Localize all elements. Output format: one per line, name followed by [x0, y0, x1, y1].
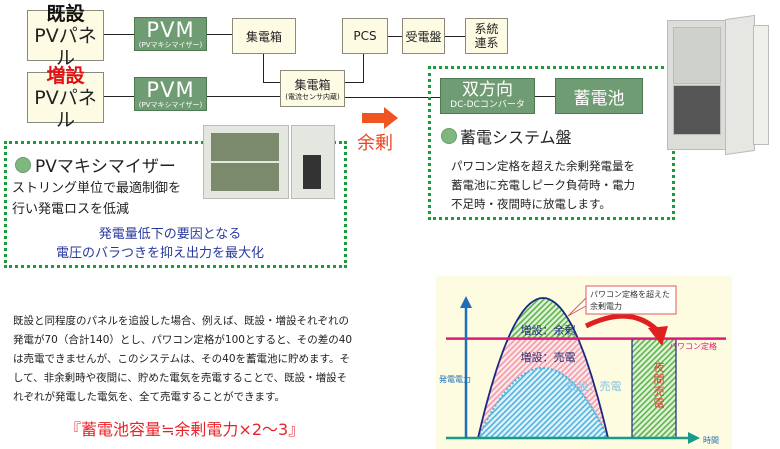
desc-line: 行い発電ロスを低減: [12, 202, 130, 217]
total-generation-curve: [477, 297, 609, 439]
x-axis-label: 時間: [703, 436, 719, 445]
explanation-line: 既設と同程度のパネルを追設した場合、例えば、既設・増設それぞれの: [13, 315, 349, 327]
pv-panel-label: PVパネル: [34, 24, 97, 69]
night-sell-char: 夜: [654, 360, 665, 374]
explanation-line: して、非余剰時や夜間に、貯めた電気を売電することで、既設・増設そ: [13, 372, 348, 384]
rated-capacity-label: パワコン定格: [669, 341, 717, 351]
pvm-title: PVM: [146, 17, 195, 42]
pvm-panel-note: 発電量低下の要因となる 電圧のバラつきを抑え出力を最大化: [0, 225, 300, 263]
label-added-surplus: 増設：余剰: [521, 323, 576, 337]
pcs-label: PCS: [353, 29, 377, 43]
grid-connection-box: 系統 連系: [465, 18, 508, 54]
bullet-circle-icon: [15, 156, 31, 173]
generation-chart: 既設：売電 増設：売電 増設：余剰 発電電力 時間 パワコン定格 パワコン定格を…: [436, 276, 732, 449]
explanation-line: 発電が70（合計140）とし、パワコン定格が100とすると、その差の40: [13, 334, 353, 346]
pvm-panel-description: ストリング単位で最適制御を 行い発電ロスを低減: [12, 178, 181, 220]
junction-box-2: 集電箱 (電流センサ内蔵): [280, 70, 345, 107]
pvm-box-top: PVM (PVマキシマイザー): [134, 17, 207, 51]
surplus-transfer-arrowhead: [648, 326, 668, 346]
y-axis-arrow: [460, 296, 472, 308]
region-existing-sell: [476, 366, 610, 439]
night-sell-char: 電: [654, 397, 665, 410]
pvm-info-frame: [4, 141, 347, 268]
pvm-subtitle: (PVマキシマイザー): [138, 100, 203, 109]
explanation-line: れぞれが発電した電気を、全て売電することができます。: [13, 391, 285, 403]
battery-box: 蓄電池: [555, 78, 643, 114]
pv-panel-label: PVパネル: [34, 86, 97, 131]
night-sell-char: 間: [654, 373, 665, 386]
storage-panel-description: パワコン定格を超えた余剰発電量を 蓄電池に充電しピーク負荷時・電力 不足時・夜間…: [451, 157, 635, 214]
pvm-box-bottom: PVM (PVマキシマイザー): [134, 77, 207, 111]
added-pv-panel-box: 増設 PVパネル: [27, 65, 104, 131]
grid-label-2: 連系: [474, 36, 499, 50]
surplus-label: 余剰: [357, 133, 393, 154]
surplus-transfer-arrow: [584, 313, 660, 333]
explanation-line: は売電できませんが、このシステムは、その40を蓄電池に貯めます。そ: [13, 353, 350, 365]
pvm-panel-title: PVマキシマイザー: [15, 152, 176, 177]
junction-box-label: 集電箱: [245, 29, 282, 44]
bullet-circle-icon: [441, 128, 457, 144]
storage-panel-title: 蓄電システム盤: [441, 124, 572, 148]
dcdc-subtitle: DC-DCコンバータ: [450, 100, 525, 110]
label-existing-sell: 既設：売電: [567, 379, 622, 393]
added-label: 増設: [46, 64, 85, 87]
night-sell-char: 売: [654, 385, 665, 398]
desc-line: 蓄電池に充電しピーク負荷時・電力: [451, 178, 635, 192]
junction-box-label: 集電箱: [294, 77, 331, 92]
dcdc-converter-box: 双方向 DC-DCコンバータ: [440, 78, 535, 114]
x-axis-arrow: [688, 432, 700, 444]
night-sell-label: 夜 間 売 電: [654, 360, 665, 410]
note-line: 電圧のバラつきを抑え出力を最大化: [55, 246, 264, 261]
receiving-panel-box: 受電盤: [402, 18, 445, 54]
receiving-panel-label: 受電盤: [405, 29, 442, 44]
existing-pv-panel-box: 既設 PVパネル: [27, 3, 104, 69]
pvm-title: PVM: [146, 77, 195, 102]
junction-box-1: 集電箱: [232, 18, 296, 54]
grid-label-1: 系統: [474, 22, 499, 36]
surplus-arrow-icon: [362, 107, 398, 129]
pvm-device-photo: [203, 125, 335, 200]
pvm-subtitle: (PVマキシマイザー): [138, 40, 203, 49]
battery-label: 蓄電池: [573, 88, 625, 109]
note-line: 発電量低下の要因となる: [98, 227, 242, 242]
pvm-panel-title-text: PVマキシマイザー: [35, 157, 176, 177]
label-added-sell: 増設：売電: [521, 350, 576, 364]
desc-line: パワコン定格を超えた余剰発電量を: [451, 159, 635, 173]
pcs-box: PCS: [342, 18, 388, 54]
annotation-line-1: パワコン定格を超えた: [590, 289, 670, 299]
annotation-callout: パワコン定格を超えた 余剰電力: [567, 285, 677, 317]
storage-cabinet-photo: [665, 14, 769, 156]
storage-panel-title-text: 蓄電システム盤: [460, 128, 572, 147]
dcdc-title: 双方向: [462, 80, 513, 100]
explanation-text: 既設と同程度のパネルを追設した場合、例えば、既設・増設それぞれの 発電が70（合…: [13, 312, 423, 407]
y-axis-label: 発電電力: [439, 374, 471, 384]
annotation-line-2: 余剰電力: [590, 301, 622, 311]
desc-line: 不足時・夜間時に放電します。: [451, 197, 611, 211]
current-sensor-label: (電流センサ内蔵): [285, 92, 340, 101]
capacity-formula: 『蓄電池容量≒余剰電力×2〜3』: [65, 420, 305, 439]
existing-label: 既設: [46, 2, 85, 25]
desc-line: ストリング単位で最適制御を: [12, 181, 182, 196]
